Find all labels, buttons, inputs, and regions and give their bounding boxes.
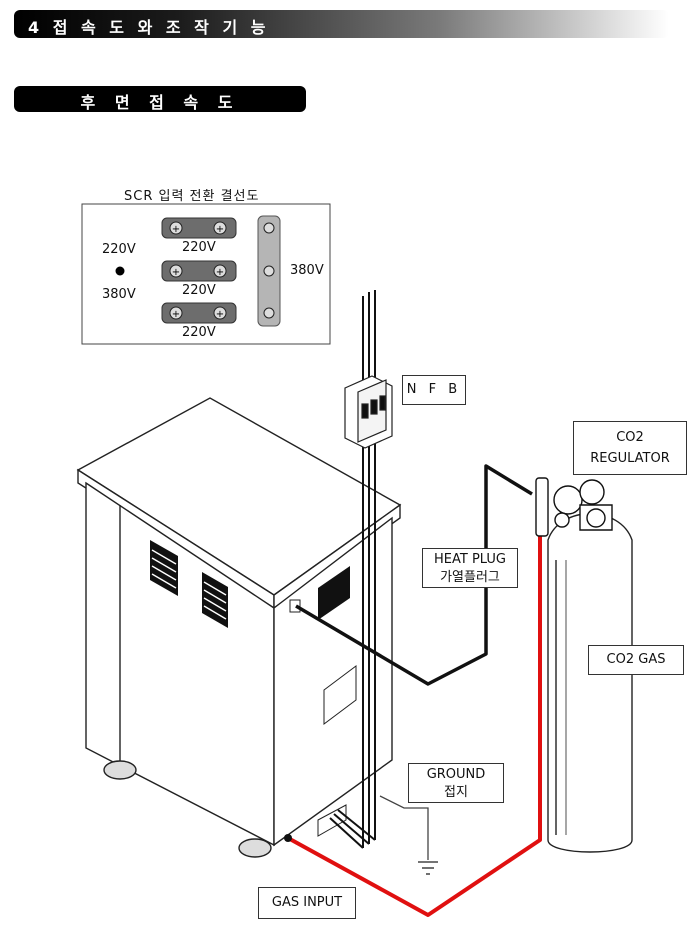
nfb-breaker xyxy=(344,375,393,449)
scr-left-380: 380V xyxy=(102,287,136,302)
svg-text:+: + xyxy=(216,224,224,235)
svg-text:+: + xyxy=(216,309,224,320)
scr-jumper-vertical xyxy=(257,215,281,327)
heat-plug-label: HEAT PLUG 가열플러그 xyxy=(422,548,518,588)
co2-regulator xyxy=(535,477,613,537)
scr-panel-title: SCR 입력 전환 결선도 xyxy=(124,189,260,204)
scr-jumper-top: + + xyxy=(161,217,237,239)
subsection-header-bar xyxy=(14,86,306,112)
ground-symbol xyxy=(418,861,438,875)
co2-regulator-label-line1: CO2 xyxy=(616,430,644,445)
ground-wire xyxy=(379,795,429,860)
scr-right-380: 380V xyxy=(290,263,324,278)
scr-label-220-top: 220V xyxy=(182,240,216,255)
scr-jumper-mid: + + xyxy=(161,260,237,282)
heat-plug-socket xyxy=(289,599,301,613)
scr-selector-dot xyxy=(115,266,125,276)
svg-text:+: + xyxy=(172,309,180,320)
scr-label-220-bottom: 220V xyxy=(182,325,216,340)
co2-cylinder xyxy=(547,513,633,853)
gas-input-label: GAS INPUT xyxy=(258,887,356,919)
heat-plug-cable xyxy=(295,464,533,686)
svg-text:+: + xyxy=(216,267,224,278)
welder-cabinet xyxy=(76,397,402,858)
subsection-title: 후 면 접 속 도 xyxy=(80,93,240,112)
ground-label-line1: GROUND xyxy=(426,767,486,782)
scr-label-220-mid: 220V xyxy=(182,283,216,298)
co2-regulator-label: CO2 REGULATOR xyxy=(573,421,687,475)
svg-text:+: + xyxy=(172,224,180,235)
front-vents xyxy=(150,540,228,628)
nfb-label: N F B xyxy=(402,375,466,405)
section-header-bar xyxy=(14,10,669,38)
scr-left-220: 220V xyxy=(102,242,136,257)
gas-hose xyxy=(287,522,542,917)
co2-gas-label: CO2 GAS xyxy=(588,645,684,675)
scr-jumper-bottom: + + xyxy=(161,302,237,324)
ground-label: GROUND 접지 xyxy=(408,763,504,803)
side-vent xyxy=(318,566,350,620)
gas-input-port xyxy=(284,834,292,842)
section-title: 4 접 속 도 와 조 작 기 능 xyxy=(28,18,270,37)
side-panel xyxy=(323,665,357,725)
ground-label-line2: 접지 xyxy=(444,785,468,800)
co2-regulator-label-line2: REGULATOR xyxy=(590,451,670,466)
svg-text:+: + xyxy=(172,267,180,278)
heat-plug-label-line2: 가열플러그 xyxy=(440,570,500,585)
heat-plug-label-line1: HEAT PLUG xyxy=(434,552,506,567)
